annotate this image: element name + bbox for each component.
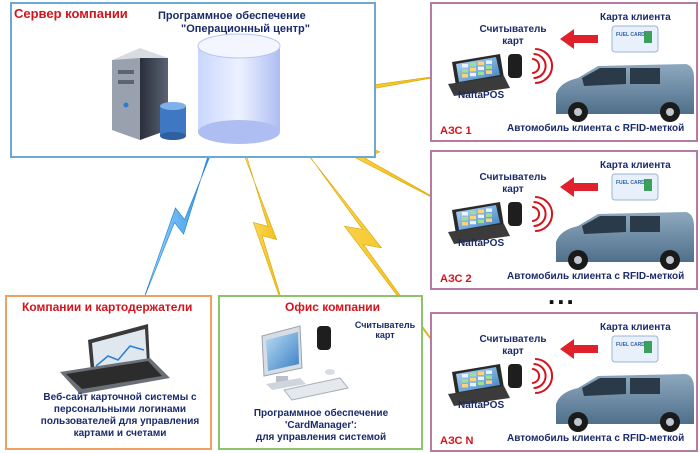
station-pos-label: NaftaPOS: [458, 238, 505, 249]
software-line-2: "Операционный центр": [181, 23, 310, 35]
server-title: Сервер компании: [14, 6, 128, 21]
desktop-pc-icon: [261, 325, 349, 401]
rfid-waves-icon: [531, 196, 554, 232]
office-reader-label: Считыватель карт: [354, 320, 416, 340]
station-reader-label: Считыватель карт: [479, 334, 547, 357]
fuel-card-icon: FUEL CARD: [611, 335, 659, 363]
station-name: АЗС 1: [440, 125, 472, 137]
card-reader-icon: [508, 54, 522, 78]
station-car-label: Автомобиль клиента с RFID-меткой: [507, 123, 685, 134]
server-tower-icon: [112, 48, 168, 140]
station-car-label: Автомобиль клиента с RFID-меткой: [507, 433, 685, 444]
station-card-label: Карта клиента: [600, 160, 671, 171]
software-line-1: Программное обеспечение: [158, 10, 306, 22]
station-name: АЗС 2: [440, 273, 472, 285]
pos-terminal-icon: [448, 54, 510, 96]
card-reader-icon: [317, 326, 331, 350]
rfid-waves-icon: [531, 48, 554, 84]
fuel-card-icon: FUEL CARD: [611, 25, 659, 53]
svg-text:FUEL CARD: FUEL CARD: [616, 32, 645, 38]
station-car-label: Автомобиль клиента с RFID-меткой: [507, 271, 685, 282]
station-pos-label: NaftaPOS: [458, 400, 505, 411]
svg-text:FUEL CARD: FUEL CARD: [616, 342, 645, 348]
station-equipment: FUEL CARD: [448, 335, 694, 432]
station-equipment: FUEL CARD: [448, 25, 694, 122]
station-card-label: Карта клиента: [600, 12, 671, 23]
svg-text:FUEL CARD: FUEL CARD: [616, 180, 645, 186]
office-panel: [218, 295, 423, 450]
arrow-left-icon: [560, 29, 598, 49]
van-icon: [556, 374, 694, 432]
station-card-label: Карта клиента: [600, 322, 671, 333]
laptop-icon: [60, 324, 170, 394]
van-icon: [556, 212, 694, 270]
rfid-waves-icon: [531, 358, 554, 394]
database-icon: [197, 33, 281, 144]
card-reader-icon: [508, 364, 522, 388]
station-name: АЗС N: [440, 435, 474, 447]
pos-terminal-icon: [448, 364, 510, 406]
card-reader-icon: [508, 202, 522, 226]
station-equipment: FUEL CARD: [448, 173, 694, 270]
station-reader-label: Считыватель карт: [479, 172, 547, 195]
arrow-left-icon: [560, 339, 598, 359]
office-title: Офис компании: [285, 300, 381, 314]
office-description: Программное обеспечение 'CardManager': д…: [253, 408, 389, 443]
more-stations-ellipsis: ...: [548, 280, 576, 310]
arrow-left-icon: [560, 177, 598, 197]
van-icon: [556, 64, 694, 122]
pos-terminal-icon: [448, 202, 510, 244]
station-reader-label: Считыватель карт: [479, 24, 547, 47]
fuel-card-icon: FUEL CARD: [611, 173, 659, 201]
partners-description: Веб-сайт карточной системы с персональны…: [40, 392, 200, 439]
station-pos-label: NaftaPOS: [458, 90, 505, 101]
server-panel: [10, 2, 376, 158]
partners-title: Компании и картодержатели: [22, 300, 193, 314]
small-database-icon: [160, 102, 186, 140]
